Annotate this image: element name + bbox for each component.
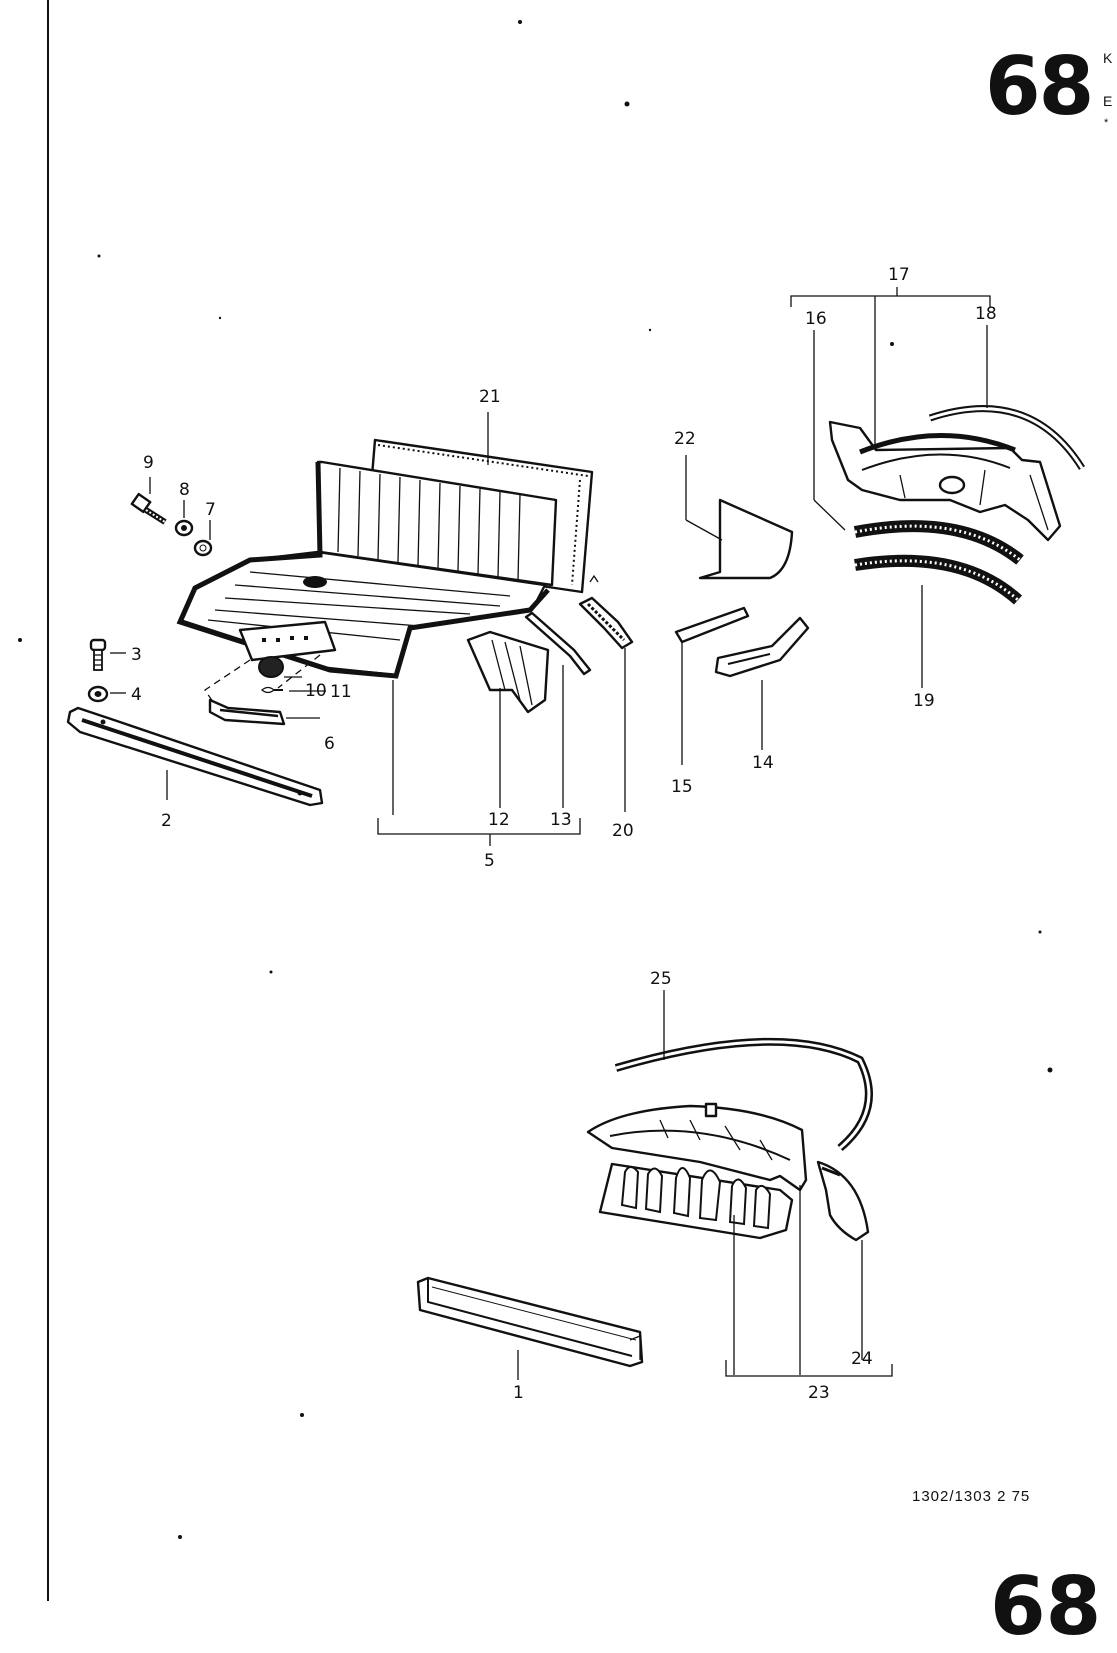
part-24-patch — [816, 1160, 870, 1242]
part-1-cross-member — [416, 1276, 644, 1368]
callout-17: 17 — [888, 265, 910, 285]
callout-20: 20 — [612, 821, 634, 841]
part-14-bracket — [714, 616, 810, 678]
callout-16: 16 — [805, 309, 827, 329]
part-6-bracket — [208, 698, 286, 726]
binding-line — [47, 0, 49, 1601]
edge-letter-1: K — [1103, 50, 1113, 66]
callout-21: 21 — [479, 387, 501, 407]
callout-22: 22 — [674, 429, 696, 449]
callout-labels: 9 8 7 3 4 10 11 6 2 21 12 13 20 5 22 15 … — [131, 265, 997, 1403]
part-7-washer — [193, 539, 213, 557]
part-17-arch-assembly — [828, 420, 1062, 542]
page-number: 68 — [985, 40, 1094, 133]
callout-23: 23 — [808, 1383, 830, 1403]
part-22-panel — [698, 498, 794, 580]
callout-9: 9 — [143, 453, 154, 473]
part-19-band — [854, 554, 1023, 605]
drawing-code: 1302/1303 2 75 — [912, 1488, 1031, 1505]
callout-3: 3 — [131, 645, 142, 665]
callout-4: 4 — [131, 685, 142, 705]
part-25-trim — [614, 1037, 873, 1152]
part-9-bolt — [130, 492, 167, 525]
callout-11: 11 — [330, 682, 352, 702]
part-20-channel — [578, 574, 634, 650]
part-18-molding — [928, 405, 1085, 470]
callout-10: 10 — [305, 681, 327, 701]
part-11-clip — [260, 686, 283, 694]
callout-14: 14 — [752, 753, 774, 773]
part-3-bolt — [89, 638, 107, 671]
callout-7: 7 — [205, 500, 216, 520]
part-4-washer — [87, 685, 109, 703]
callout-8: 8 — [179, 480, 190, 500]
callout-2: 2 — [161, 811, 172, 831]
parts-diagram-page: 68 K E * 1302/1303 2 75 68 — [18, 0, 1113, 1653]
part-5-floor-pan — [176, 460, 558, 706]
callout-19: 19 — [913, 691, 935, 711]
callout-1: 1 — [513, 1383, 524, 1403]
callout-6: 6 — [324, 734, 335, 754]
callout-15: 15 — [671, 777, 693, 797]
leader-lines — [110, 287, 991, 1380]
part-2-rail — [66, 706, 324, 807]
callout-24: 24 — [851, 1349, 873, 1369]
part-16-band — [853, 520, 1024, 565]
edge-letter-3: * — [1104, 117, 1109, 129]
exploded-view-drawing: 9 8 7 3 4 10 11 6 2 21 12 13 20 5 22 15 … — [18, 20, 1085, 1539]
part-13-strip — [524, 611, 592, 676]
part-10-plug — [258, 656, 284, 678]
callout-25: 25 — [650, 969, 672, 989]
callout-5: 5 — [484, 851, 495, 871]
edge-letter-2: E — [1103, 93, 1113, 109]
part-15-tube — [674, 606, 750, 644]
callout-13: 13 — [550, 810, 572, 830]
part-8-washer — [174, 519, 194, 537]
callout-12: 12 — [488, 810, 510, 830]
part-23-housing — [586, 1102, 808, 1240]
callout-18: 18 — [975, 304, 997, 324]
part-12-gusset — [466, 630, 550, 714]
scan-specks — [18, 20, 1053, 1539]
